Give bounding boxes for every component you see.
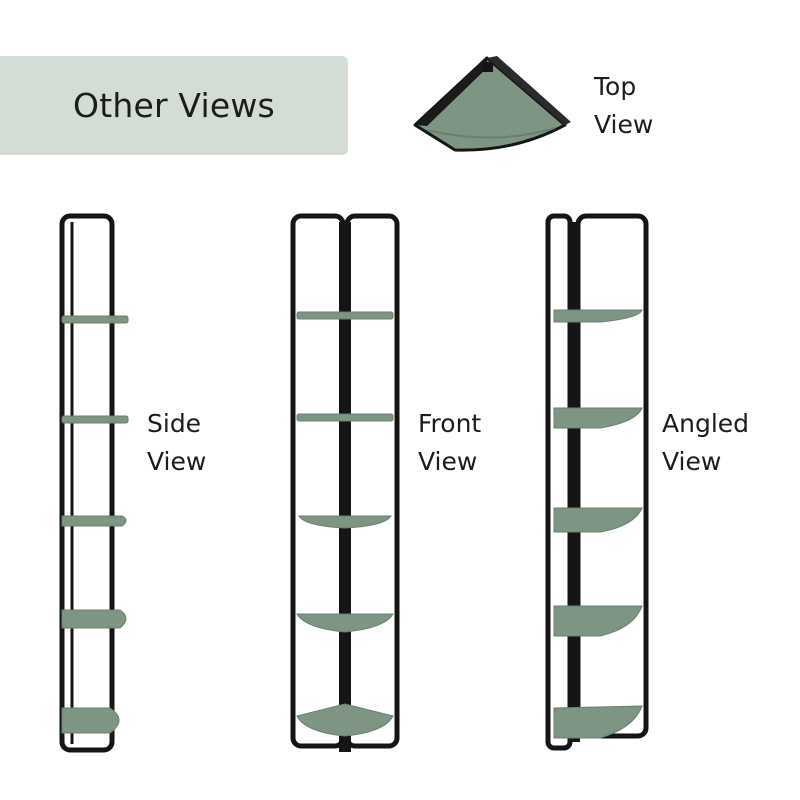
angled-view-label-line2: View	[662, 447, 722, 476]
front-view-label: Front View	[418, 405, 481, 481]
top-view-label-line2: View	[594, 110, 654, 139]
side-view-label: Side View	[147, 405, 206, 481]
header-banner: Other Views	[0, 56, 348, 155]
top-view-label: Top View	[594, 68, 653, 144]
side-view-label-line2: View	[147, 447, 207, 476]
angled-view-label: Angled View	[662, 405, 749, 481]
side-view-shelf-image	[59, 213, 129, 753]
page-title: Other Views	[73, 86, 275, 125]
front-view-shelf-image	[290, 213, 400, 752]
angled-view-label-line1: Angled	[662, 409, 750, 438]
front-view-label-line1: Front	[418, 409, 482, 438]
front-view-label-line2: View	[418, 447, 478, 476]
angled-view-shelf-image	[545, 213, 649, 751]
top-view-shelf-image	[413, 56, 571, 152]
top-view-label-line1: Top	[594, 72, 637, 101]
side-view-label-line1: Side	[147, 409, 202, 438]
